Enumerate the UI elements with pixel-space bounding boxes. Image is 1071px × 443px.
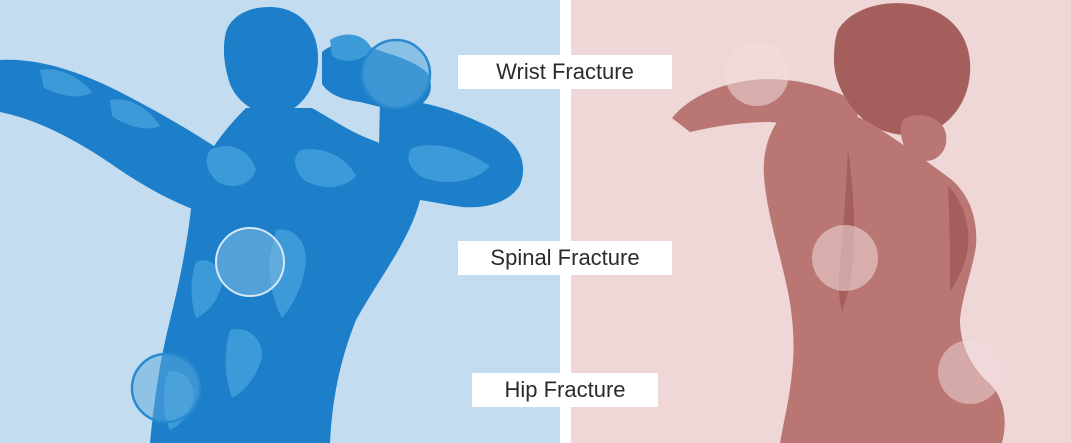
hip-fracture-label: Hip Fracture: [472, 373, 658, 407]
hip-marker-female: [938, 340, 1002, 404]
hip-marker-male: [132, 354, 200, 422]
wrist-marker-male: [362, 40, 430, 108]
wrist-fracture-label: Wrist Fracture: [458, 55, 672, 89]
spinal-fracture-label: Spinal Fracture: [458, 241, 672, 275]
spinal-marker-female: [812, 225, 878, 291]
wrist-marker-female: [725, 42, 789, 106]
spinal-marker-male: [216, 228, 284, 296]
